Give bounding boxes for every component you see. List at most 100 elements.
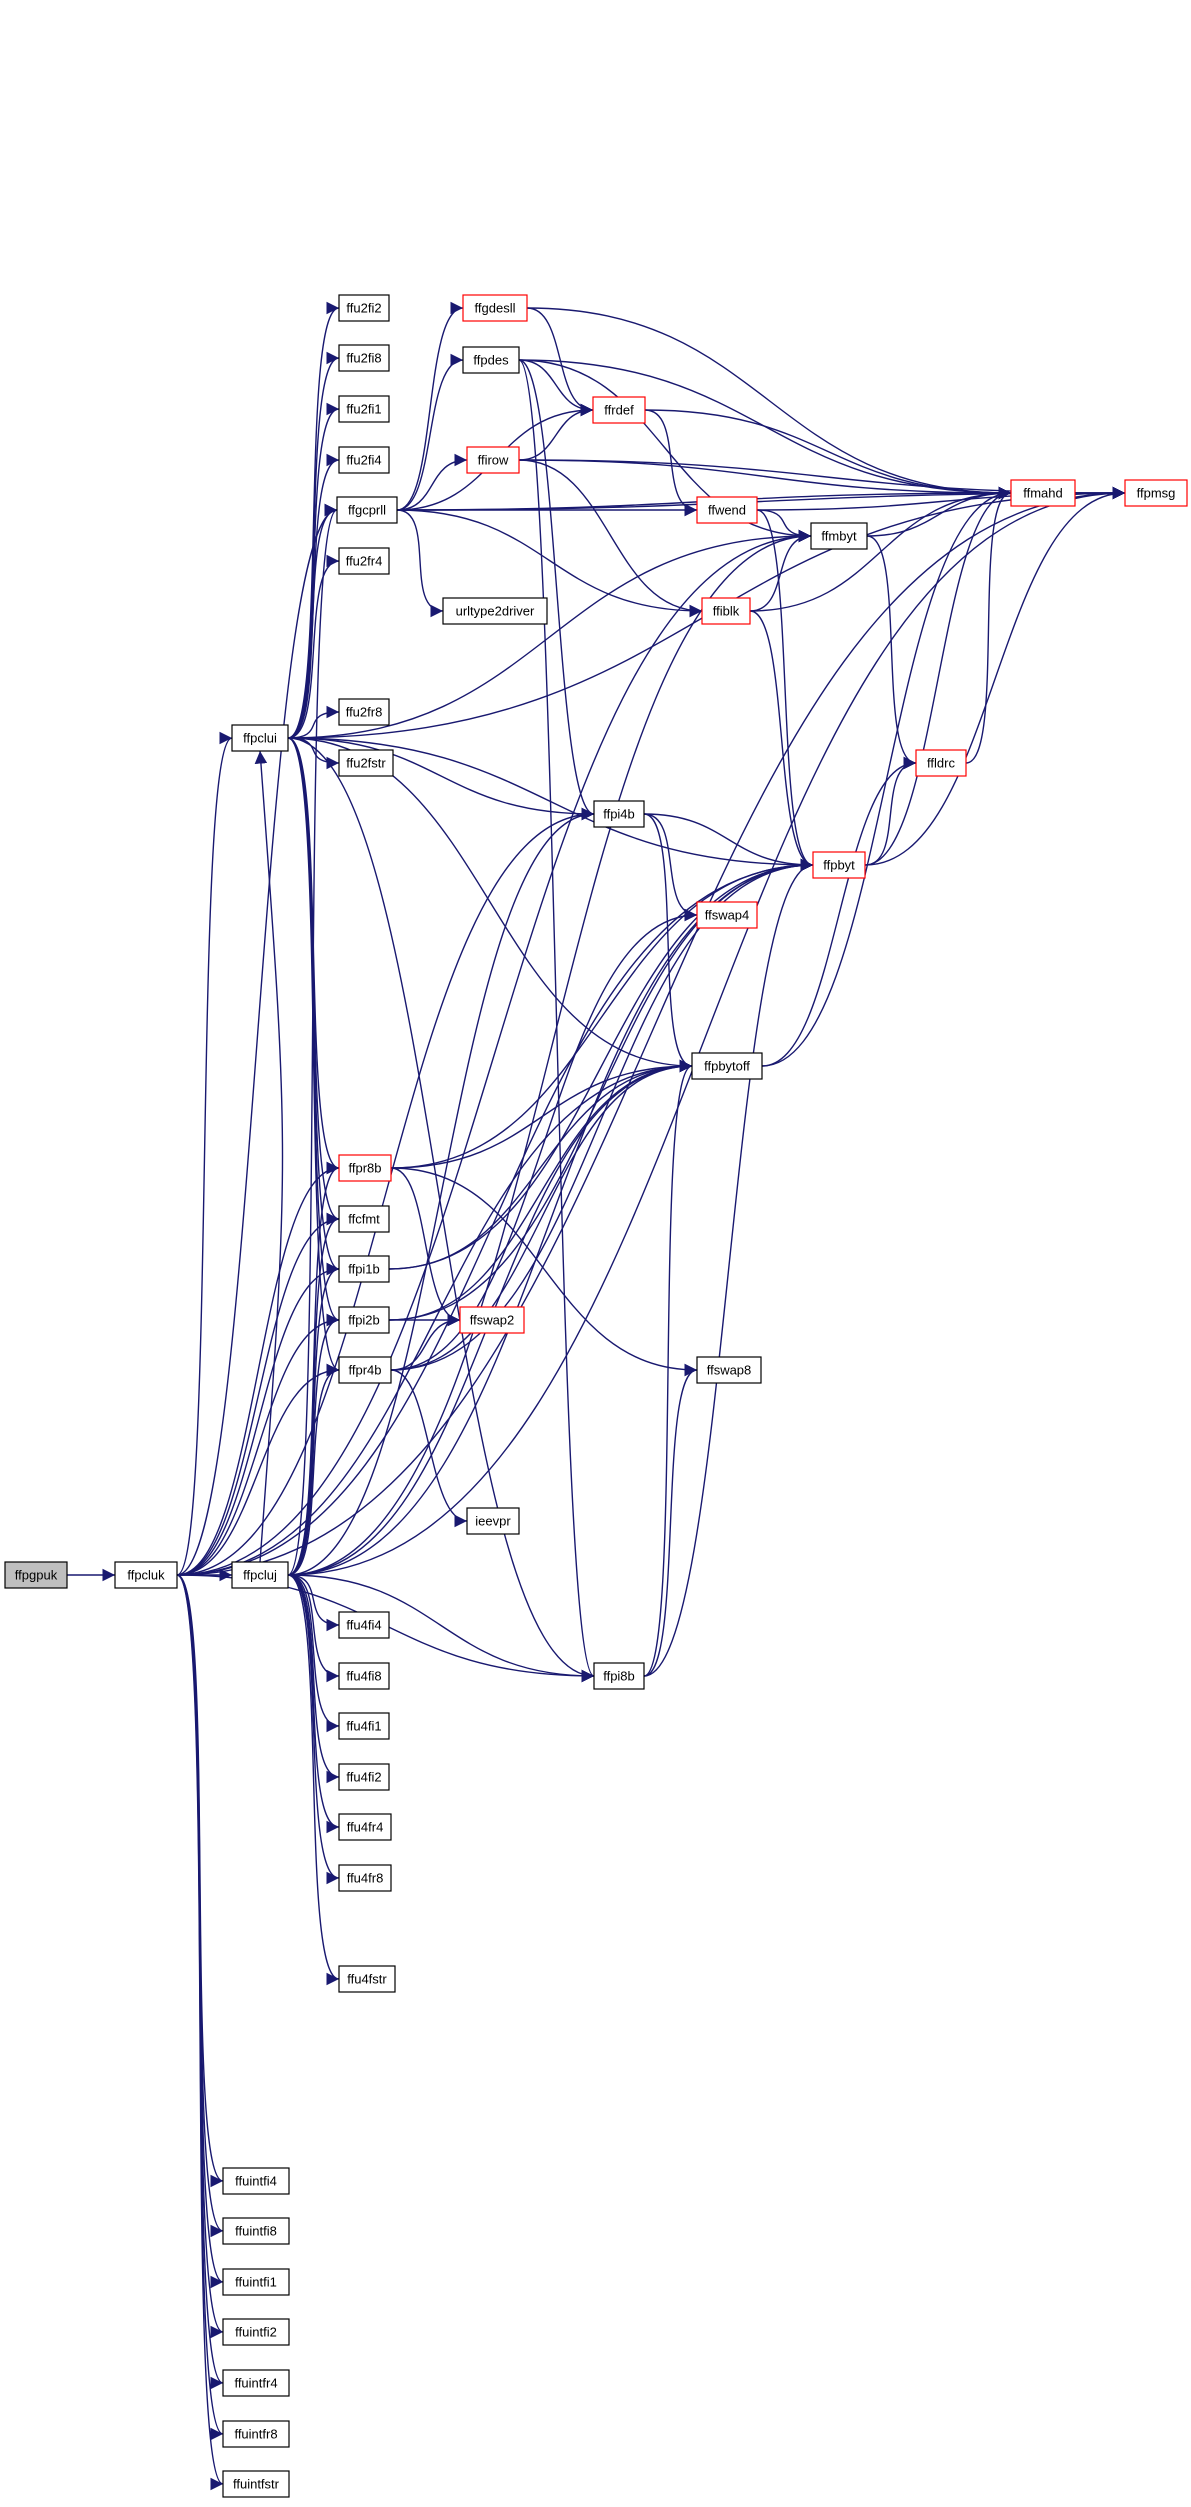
- node-box-ffuintfi2[interactable]: [222, 2318, 290, 2346]
- node-ffu4fr4[interactable]: ffu4fr4: [338, 1813, 392, 1841]
- node-ffuintfi1[interactable]: ffuintfi1: [222, 2268, 290, 2296]
- node-box-ffpgpuk[interactable]: [4, 1561, 68, 1589]
- node-ffswap8[interactable]: ffswap8: [696, 1356, 762, 1384]
- node-ffu2fi2[interactable]: ffu2fi2: [338, 294, 390, 322]
- node-ffu4fi4[interactable]: ffu4fi4: [338, 1611, 390, 1639]
- node-ffu4fi8[interactable]: ffu4fi8: [338, 1662, 390, 1690]
- node-ffpi4b[interactable]: ffpi4b: [593, 800, 645, 828]
- node-ffuintfr8[interactable]: ffuintfr8: [222, 2420, 290, 2448]
- node-ffgcprll[interactable]: ffgcprll: [336, 496, 398, 524]
- node-ffiblk[interactable]: ffiblk: [701, 597, 751, 625]
- node-ffpr8b[interactable]: ffpr8b: [338, 1154, 392, 1182]
- node-box-ffu4fi8[interactable]: [338, 1662, 390, 1690]
- node-box-ffuintfr4[interactable]: [222, 2369, 290, 2397]
- node-box-ffu4fr8[interactable]: [338, 1864, 392, 1892]
- node-ffuintfstr[interactable]: ffuintfstr: [222, 2470, 290, 2498]
- node-ffu2fr8[interactable]: ffu2fr8: [338, 698, 390, 726]
- node-ffpi2b[interactable]: ffpi2b: [338, 1306, 390, 1334]
- node-ffu2fi1[interactable]: ffu2fi1: [338, 395, 390, 423]
- node-box-ffuintfi8[interactable]: [222, 2217, 290, 2245]
- node-box-ffu2fi4[interactable]: [338, 446, 390, 474]
- node-ffpi8b[interactable]: ffpi8b: [593, 1662, 645, 1690]
- node-ffgdesll[interactable]: ffgdesll: [462, 294, 528, 322]
- node-ffu4fstr[interactable]: ffu4fstr: [338, 1965, 396, 1993]
- node-box-ffu2fr8[interactable]: [338, 698, 390, 726]
- node-box-ffu2fi1[interactable]: [338, 395, 390, 423]
- node-box-ffswap2[interactable]: [459, 1306, 525, 1334]
- node-ffpi1b[interactable]: ffpi1b: [338, 1255, 390, 1283]
- node-ffu2fr4[interactable]: ffu2fr4: [338, 547, 390, 575]
- node-urltype2driver[interactable]: urltype2driver: [442, 597, 548, 625]
- node-box-ffpclui[interactable]: [231, 724, 289, 752]
- node-ffmahd[interactable]: ffmahd: [1010, 479, 1076, 507]
- node-box-ffpcluj[interactable]: [231, 1561, 289, 1589]
- node-ffpbyt[interactable]: ffpbyt: [812, 851, 866, 879]
- node-box-ffmahd[interactable]: [1010, 479, 1076, 507]
- node-box-ffuintfr8[interactable]: [222, 2420, 290, 2448]
- node-box-ffpmsg[interactable]: [1124, 479, 1188, 507]
- node-box-ffiblk[interactable]: [701, 597, 751, 625]
- node-box-urltype2driver[interactable]: [442, 597, 548, 625]
- node-box-ffirow[interactable]: [466, 446, 520, 474]
- node-box-ffuintfstr[interactable]: [222, 2470, 290, 2498]
- node-box-ffuintfi1[interactable]: [222, 2268, 290, 2296]
- node-box-ffswap4[interactable]: [696, 901, 758, 929]
- node-box-ffu4fi2[interactable]: [338, 1763, 390, 1791]
- node-ffpr4b[interactable]: ffpr4b: [338, 1356, 392, 1384]
- node-ffldrc[interactable]: ffldrc: [915, 749, 967, 777]
- node-box-ffldrc[interactable]: [915, 749, 967, 777]
- node-ffpclui[interactable]: ffpclui: [231, 724, 289, 752]
- node-ffu4fi1[interactable]: ffu4fi1: [338, 1712, 390, 1740]
- node-box-ffpr4b[interactable]: [338, 1356, 392, 1384]
- node-box-ffu4fi1[interactable]: [338, 1712, 390, 1740]
- node-box-ffpcluk[interactable]: [114, 1561, 178, 1589]
- node-box-ffpi2b[interactable]: [338, 1306, 390, 1334]
- node-ffmbyt[interactable]: ffmbyt: [810, 522, 868, 550]
- node-box-ieevpr[interactable]: [466, 1507, 520, 1535]
- node-ffpgpuk[interactable]: ffpgpuk: [4, 1561, 68, 1589]
- node-box-ffpi4b[interactable]: [593, 800, 645, 828]
- node-ffswap4[interactable]: ffswap4: [696, 901, 758, 929]
- node-ffu4fi2[interactable]: ffu4fi2: [338, 1763, 390, 1791]
- node-ffuintfi2[interactable]: ffuintfi2: [222, 2318, 290, 2346]
- node-ffirow[interactable]: ffirow: [466, 446, 520, 474]
- node-ffrdef[interactable]: ffrdef: [592, 396, 646, 424]
- node-box-ffcfmt[interactable]: [338, 1205, 390, 1233]
- node-box-ffmbyt[interactable]: [810, 522, 868, 550]
- node-ffuintfi4[interactable]: ffuintfi4: [222, 2167, 290, 2195]
- node-ffswap2[interactable]: ffswap2: [459, 1306, 525, 1334]
- node-box-ffgcprll[interactable]: [336, 496, 398, 524]
- node-ffpdes[interactable]: ffpdes: [462, 346, 520, 374]
- node-box-ffu2fstr[interactable]: [338, 749, 394, 777]
- node-ffu2fstr[interactable]: ffu2fstr: [338, 749, 394, 777]
- node-ffpbytoff[interactable]: ffpbytoff: [691, 1052, 763, 1080]
- node-box-ffu4fi4[interactable]: [338, 1611, 390, 1639]
- node-box-ffswap8[interactable]: [696, 1356, 762, 1384]
- node-ffpcluj[interactable]: ffpcluj: [231, 1561, 289, 1589]
- node-box-ffpi8b[interactable]: [593, 1662, 645, 1690]
- node-box-ffpdes[interactable]: [462, 346, 520, 374]
- node-box-ffu4fstr[interactable]: [338, 1965, 396, 1993]
- node-ffwend[interactable]: ffwend: [696, 496, 758, 524]
- node-box-ffpbyt[interactable]: [812, 851, 866, 879]
- node-ffcfmt[interactable]: ffcfmt: [338, 1205, 390, 1233]
- node-box-ffuintfi4[interactable]: [222, 2167, 290, 2195]
- node-box-ffpr8b[interactable]: [338, 1154, 392, 1182]
- node-ffuintfr4[interactable]: ffuintfr4: [222, 2369, 290, 2397]
- node-ffu2fi4[interactable]: ffu2fi4: [338, 446, 390, 474]
- node-ffpmsg[interactable]: ffpmsg: [1124, 479, 1188, 507]
- node-ffu2fi8[interactable]: ffu2fi8: [338, 344, 390, 372]
- node-box-ffu4fr4[interactable]: [338, 1813, 392, 1841]
- node-box-ffwend[interactable]: [696, 496, 758, 524]
- node-ieevpr[interactable]: ieevpr: [466, 1507, 520, 1535]
- node-box-ffu2fi8[interactable]: [338, 344, 390, 372]
- node-box-ffgdesll[interactable]: [462, 294, 528, 322]
- node-box-ffrdef[interactable]: [592, 396, 646, 424]
- node-ffu4fr8[interactable]: ffu4fr8: [338, 1864, 392, 1892]
- node-box-ffu2fi2[interactable]: [338, 294, 390, 322]
- node-box-ffu2fr4[interactable]: [338, 547, 390, 575]
- node-box-ffpbytoff[interactable]: [691, 1052, 763, 1080]
- node-ffpcluk[interactable]: ffpcluk: [114, 1561, 178, 1589]
- node-ffuintfi8[interactable]: ffuintfi8: [222, 2217, 290, 2245]
- node-box-ffpi1b[interactable]: [338, 1255, 390, 1283]
